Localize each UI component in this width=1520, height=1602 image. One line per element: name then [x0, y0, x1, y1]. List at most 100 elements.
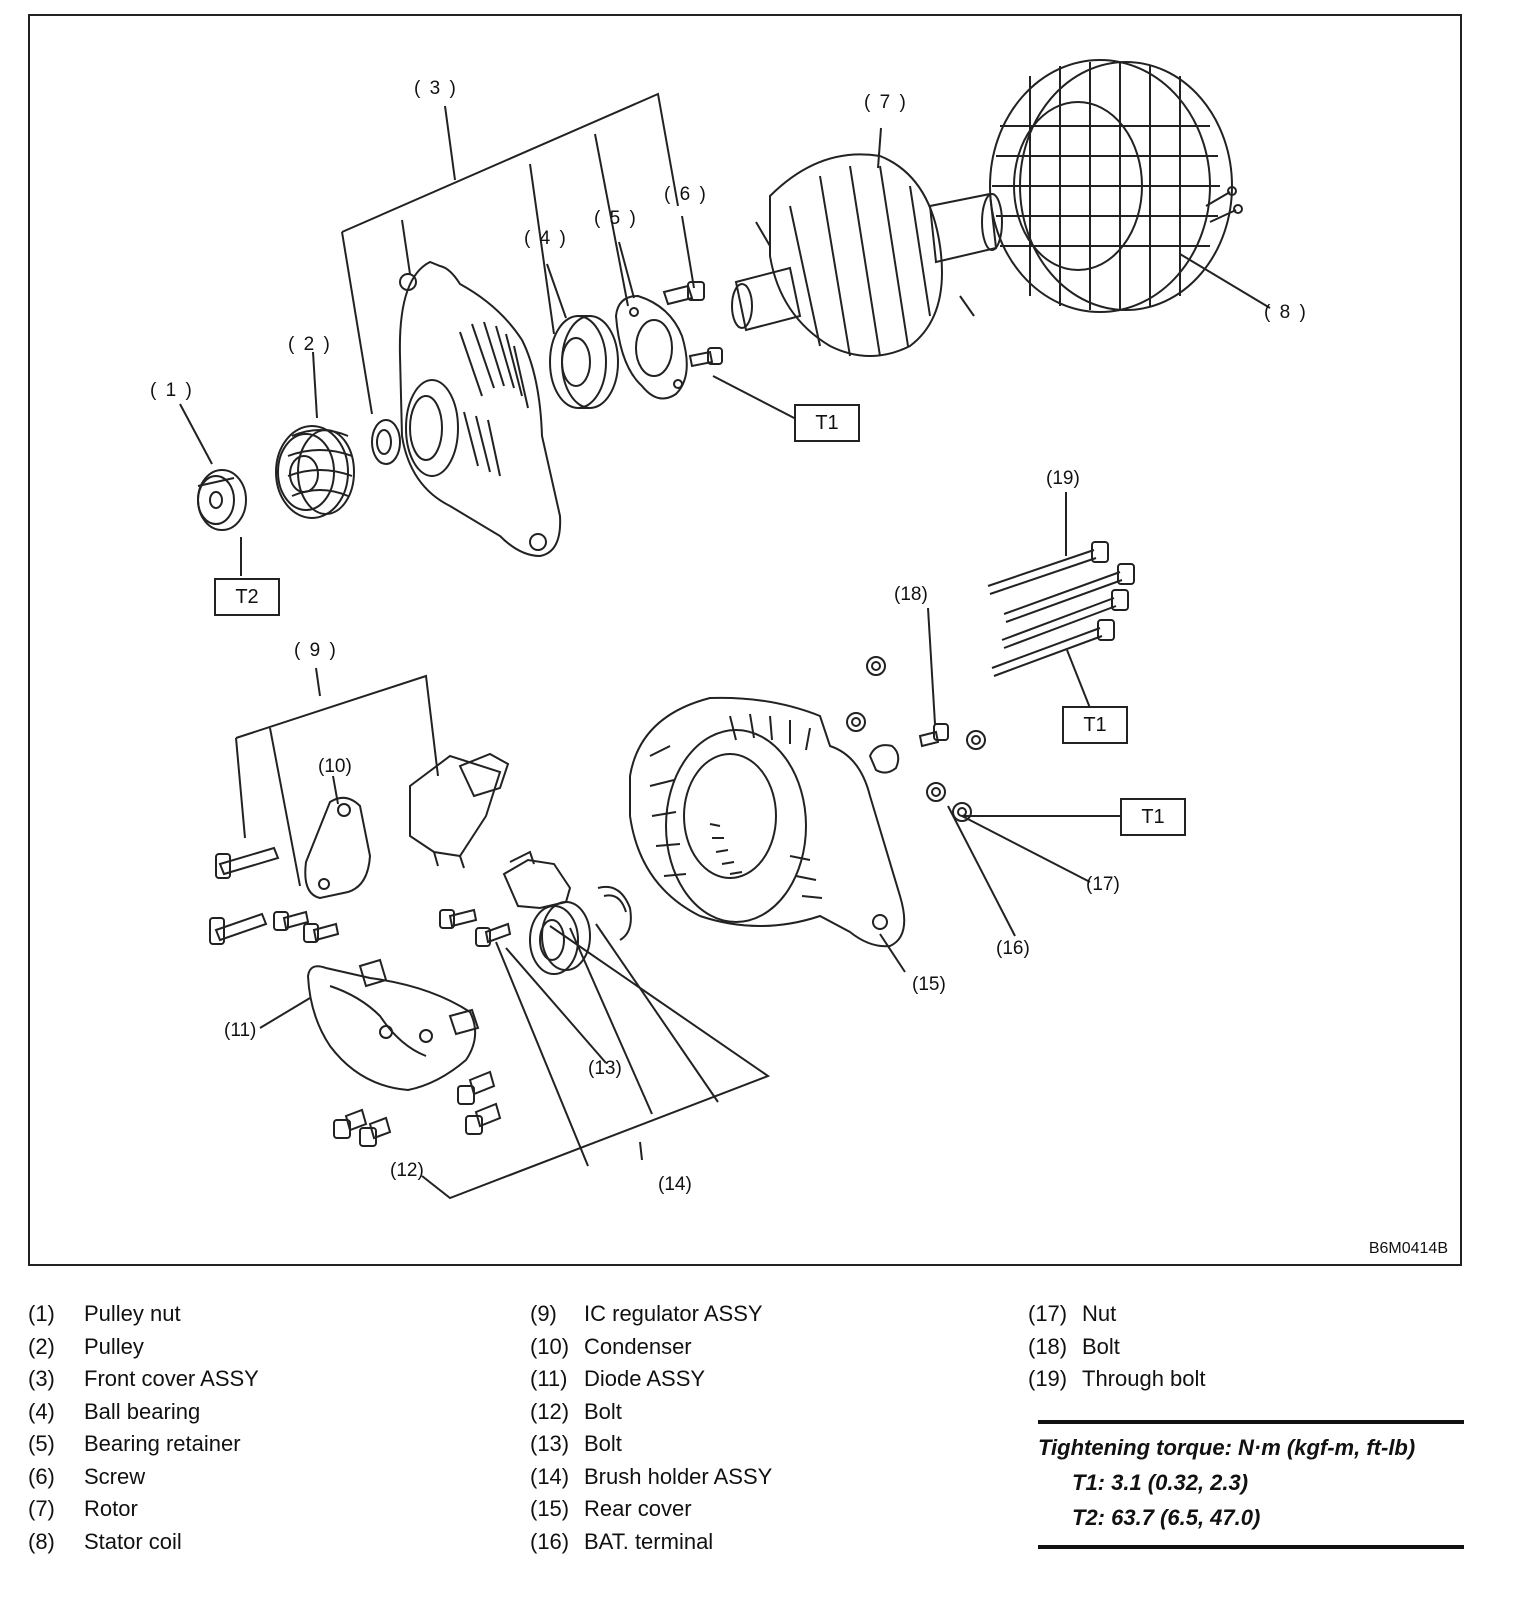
legend-num: (4): [28, 1398, 55, 1424]
legend-num: (10): [530, 1333, 570, 1359]
diagram-drawing: [179, 59, 1271, 1200]
callout-18: (18): [894, 584, 928, 605]
legend-item: (6) Screw: [28, 1461, 259, 1494]
legend-item: (12) Bolt: [530, 1396, 772, 1429]
legend-item: (4) Ball bearing: [28, 1396, 259, 1429]
legend-num: (16): [530, 1528, 570, 1554]
legend-num: (8): [28, 1528, 55, 1554]
legend-name: Brush holder ASSY: [584, 1463, 773, 1489]
callout-11: (11): [224, 1020, 257, 1041]
legend-num: (9): [530, 1301, 557, 1326]
legend-name: IC regulator ASSY: [584, 1301, 763, 1326]
tightening-torque-box: Tightening torque: N·m (kgf-m, ft-lb) T1…: [1038, 1420, 1464, 1549]
ic-regulator-part: [409, 752, 510, 869]
legend-column-2: (9) IC regulator ASSY (10) Condenser (11)D…: [530, 1298, 772, 1558]
exploded-view-diagram: ( 3 ) ( 7 ) ( 6 ) ( 5 ) ( 4 ) ( 8 ) ( 2 …: [28, 14, 1462, 1266]
callout-16: (16): [996, 938, 1030, 959]
callout-4: ( 4 ): [524, 228, 568, 249]
legend-name: Screw: [84, 1463, 146, 1489]
legend-name: Nut: [1082, 1301, 1117, 1326]
callout-5: ( 5 ): [594, 208, 638, 229]
rear-cover-part: [629, 696, 906, 948]
legend-num: (19): [1028, 1366, 1068, 1391]
legend-item: (5) Bearing retainer: [28, 1428, 259, 1461]
leader-lines: [179, 92, 1271, 1200]
seal-part: [371, 419, 401, 465]
pulley-nut-part: [197, 469, 247, 531]
callout-15: (15): [912, 974, 946, 995]
legend-num: (7): [28, 1496, 55, 1521]
torque-tag-t1-nut: T1: [1120, 798, 1186, 836]
torque-tag-t2-pulley-nut: T2: [214, 578, 280, 616]
torque-t2: T2: 63.7 (6.5, 47.0): [1072, 1505, 1261, 1530]
torque-title: Tightening torque: N·m (kgf-m, ft-lb): [1038, 1435, 1416, 1460]
legend-name: Ball bearing: [84, 1398, 201, 1424]
legend-num: (5): [28, 1431, 55, 1456]
callout-7: ( 7 ): [864, 92, 908, 113]
legend-name: Front cover ASSY: [84, 1366, 259, 1391]
legend-item: (11)Diode ASSY: [530, 1363, 772, 1396]
brush-holder-part: [502, 850, 632, 975]
bolt-parts: [209, 846, 512, 1147]
legend-name: Condenser: [584, 1333, 692, 1359]
legend-name: Bolt: [584, 1398, 622, 1424]
legend-num: (12): [530, 1398, 570, 1424]
legend-item: (1) Pulley nut: [28, 1298, 259, 1331]
pulley-part: [275, 425, 355, 519]
callout-12: (12): [390, 1160, 424, 1181]
front-cover-part: [398, 260, 562, 558]
through-bolt-part: [987, 541, 1135, 677]
torque-t1: T1: 3.1 (0.32, 2.3): [1072, 1470, 1249, 1495]
bearing-retainer-part: [614, 294, 688, 400]
legend-item: (2) Pulley: [28, 1331, 259, 1364]
legend-num: (17): [1028, 1301, 1068, 1326]
legend-name: Bearing retainer: [84, 1431, 241, 1456]
condenser-part: [304, 796, 372, 900]
nut-parts: [846, 656, 986, 822]
legend-item: (18) Bolt: [1028, 1331, 1206, 1364]
legend-num: (15): [530, 1496, 570, 1521]
legend-name: Rotor: [84, 1496, 138, 1521]
legend-column-1: (1) Pulley nut (2) Pulley (3) Front cover A…: [28, 1298, 259, 1558]
legend-item: (9) IC regulator ASSY: [530, 1298, 772, 1331]
legend-num: (1): [28, 1301, 55, 1326]
legend-item: (17) Nut: [1028, 1298, 1206, 1331]
ball-bearing-part: [549, 315, 619, 409]
callout-14: (14): [658, 1174, 692, 1195]
legend-item: (13) Bolt: [530, 1428, 772, 1461]
legend-name: BAT. terminal: [584, 1528, 714, 1554]
legend-name: Through bolt: [1082, 1366, 1206, 1391]
callout-3: ( 3 ): [414, 78, 458, 99]
legend-item: (14) Brush holder ASSY: [530, 1461, 772, 1494]
legend-column-3: (17) Nut (18) Bolt (19) Through bolt: [1028, 1298, 1206, 1396]
legend-name: Stator coil: [84, 1528, 182, 1554]
legend-num: (3): [28, 1366, 55, 1391]
callout-9: ( 9 ): [294, 640, 338, 661]
callout-17: (17): [1086, 874, 1120, 895]
callout-10: (10): [318, 756, 352, 777]
screw-part: [662, 281, 723, 368]
torque-tag-t1-rotor: T1: [794, 404, 860, 442]
legend-num: (14): [530, 1463, 570, 1489]
torque-tag-t1-through-bolt: T1: [1062, 706, 1128, 744]
legend-num: (2): [28, 1333, 55, 1359]
legend-item: (8) Stator coil: [28, 1526, 259, 1559]
legend-name: Rear cover: [584, 1496, 692, 1521]
callout-6: ( 6 ): [664, 184, 708, 205]
legend-num: (13): [530, 1431, 570, 1456]
legend-name: Diode ASSY: [584, 1366, 706, 1391]
legend-num: (18): [1028, 1333, 1068, 1359]
legend-item: (10) Condenser: [530, 1331, 772, 1364]
legend-item: (7) Rotor: [28, 1493, 259, 1526]
callout-19: (19): [1046, 468, 1080, 489]
legend-name: Bolt: [1082, 1333, 1120, 1359]
legend-item: (16) BAT. terminal: [530, 1526, 772, 1559]
legend-num: (6): [28, 1463, 55, 1489]
legend-name: Pulley: [84, 1333, 144, 1359]
diode-part: [306, 958, 480, 1092]
figure-id: B6M0414B: [1368, 1240, 1448, 1257]
legend-name: Bolt: [584, 1431, 622, 1456]
legend-name: Pulley nut: [84, 1301, 181, 1326]
callout-1: ( 1 ): [150, 380, 194, 401]
legend-item: (19) Through bolt: [1028, 1363, 1206, 1396]
